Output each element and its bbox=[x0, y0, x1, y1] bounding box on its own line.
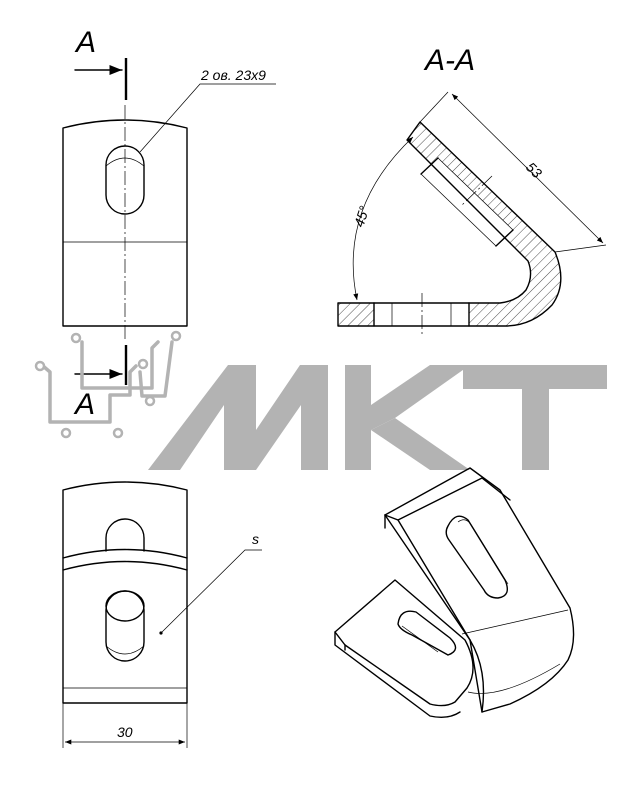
hole-callout bbox=[139, 83, 276, 153]
bottom-view bbox=[62, 481, 188, 704]
section-mark-bottom: A bbox=[73, 388, 95, 421]
mkt-logo bbox=[34, 330, 607, 470]
dimension-length bbox=[419, 91, 607, 253]
section-cut-marks bbox=[74, 58, 128, 385]
dimension-width bbox=[62, 703, 188, 748]
logo-letter-t bbox=[463, 365, 607, 470]
isometric-view bbox=[334, 467, 575, 719]
logo-letter-m bbox=[148, 365, 328, 470]
dimension-length-value: 53 bbox=[523, 159, 545, 181]
thickness-callout bbox=[159, 549, 262, 635]
front-view bbox=[62, 105, 188, 340]
dimension-width-value: 30 bbox=[117, 724, 133, 740]
thickness-mark: s bbox=[252, 531, 259, 547]
logo-letter-k bbox=[345, 365, 470, 470]
dimension-angle-value: 45° bbox=[351, 203, 373, 228]
section-mark-top: A bbox=[74, 26, 96, 59]
logo-icon bbox=[34, 330, 182, 439]
section-title: A-A bbox=[423, 44, 475, 77]
dimension-angle bbox=[352, 136, 414, 301]
hole-note: 2 ов. 23х9 bbox=[200, 67, 266, 83]
section-view bbox=[337, 121, 562, 336]
